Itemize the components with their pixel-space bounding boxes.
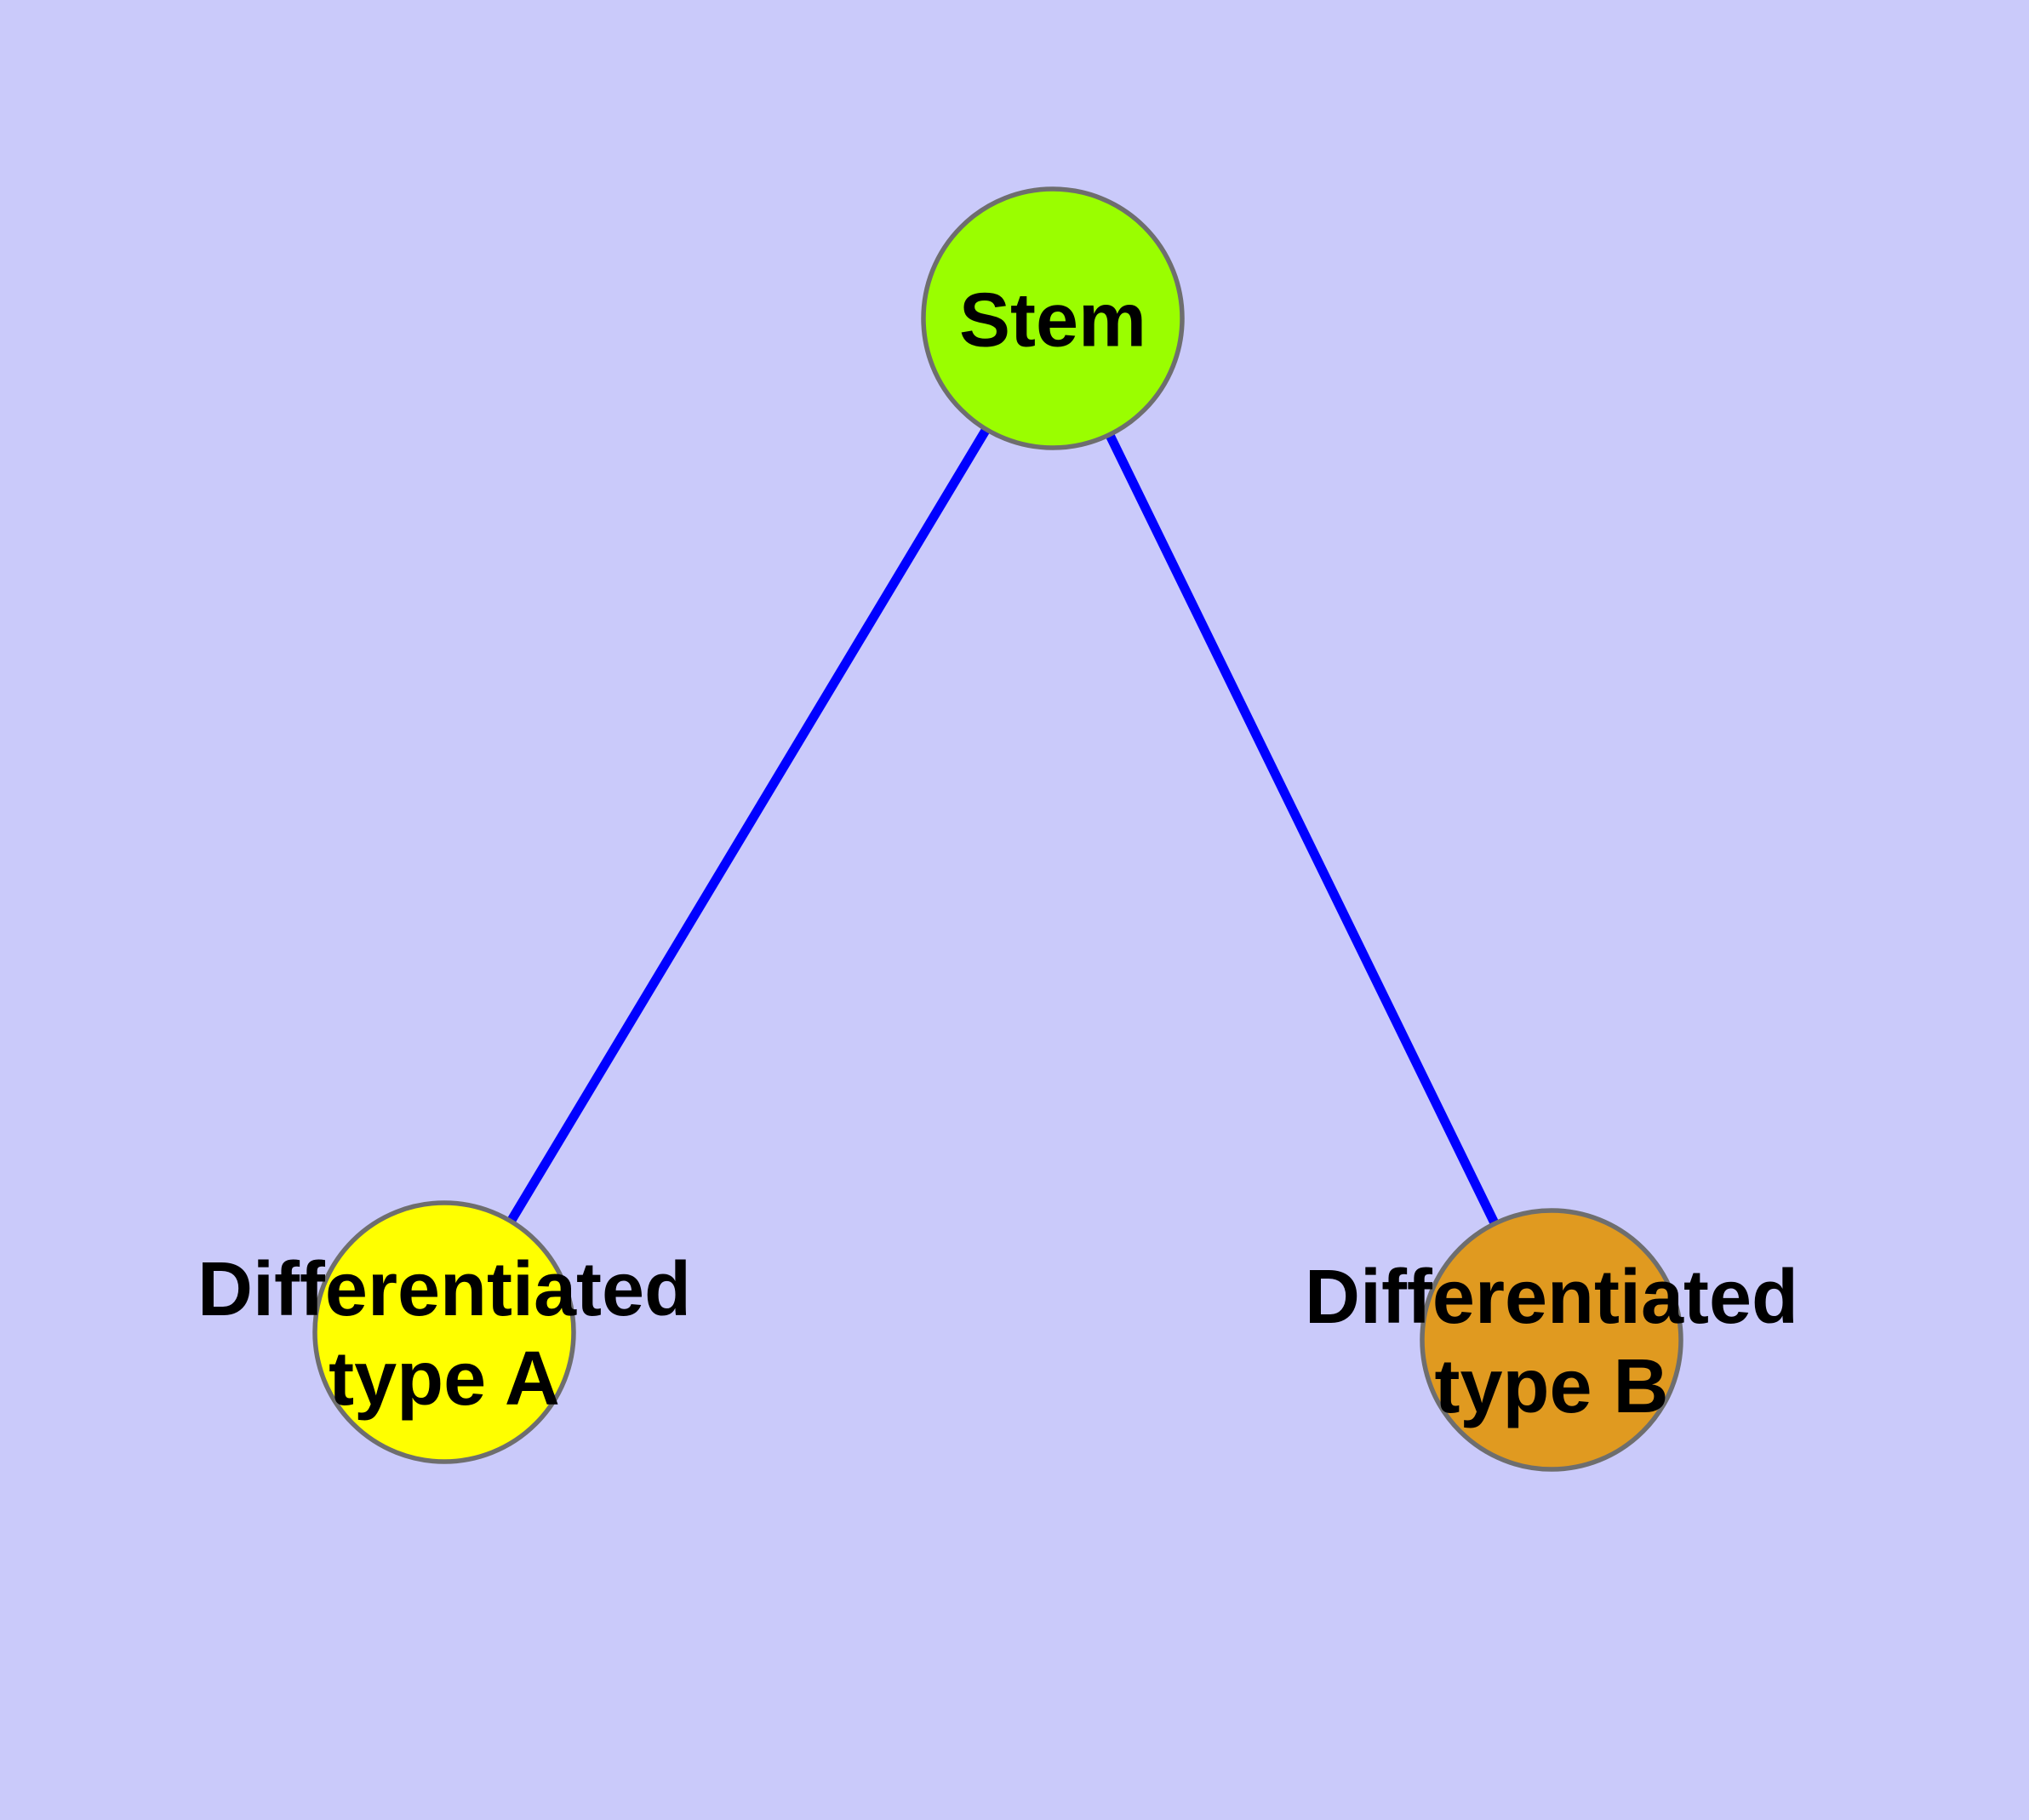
node-differentiated-type-b[interactable] <box>1420 1208 1683 1472</box>
node-differentiated-type-a[interactable] <box>312 1200 576 1464</box>
node-stem[interactable] <box>921 186 1185 450</box>
edge-stem-to-differentiated-type-a[interactable] <box>440 316 1057 1335</box>
edge-stem-to-differentiated-type-b[interactable] <box>1049 316 1556 1342</box>
